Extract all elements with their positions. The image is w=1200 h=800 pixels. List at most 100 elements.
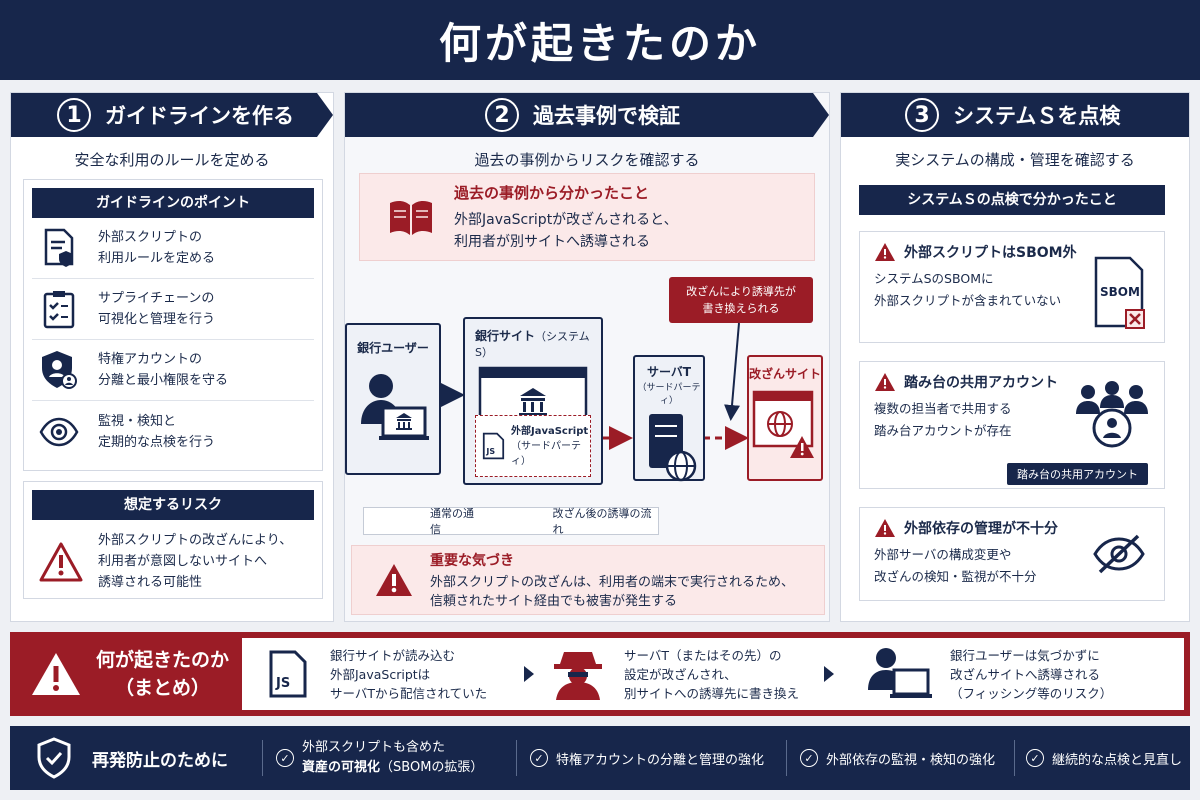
prevention-item-3-text: 外部依存の監視・検知の強化	[826, 752, 996, 768]
guideline-item-4-line1: 監視・検知と	[98, 413, 177, 429]
bank-site-sub: （システムS）	[475, 330, 590, 359]
check-icon: ✓	[276, 749, 294, 767]
hacker-icon	[554, 652, 602, 700]
shield-user-icon	[42, 351, 77, 389]
prevention-item-4-text: 継続的な点検と見直し	[1052, 752, 1183, 768]
list-item: 監視・検知と定期的な点検を行う	[32, 401, 314, 462]
finding-2-line-2: 踏み台アカウントが存在	[874, 423, 1012, 438]
finding-1-line-2: 外部スクリプトが含まれていない	[874, 293, 1062, 308]
svg-text:JS: JS	[485, 447, 495, 456]
prevention-title: 再発防止のために	[92, 750, 228, 771]
server-t-node: サーバT （サードパーティ）	[633, 355, 705, 482]
summary-step-1: JS 銀行サイトが読み込む外部JavaScriptはサーバTから配信されていた	[268, 638, 487, 710]
page-title: 何が起きたのか	[438, 18, 761, 68]
finding-3-title: 外部依存の管理が不十分	[904, 521, 1058, 537]
fake-browser-icon	[752, 390, 814, 458]
step-3-line-3: （フィッシング等のリスク）	[950, 685, 1113, 701]
tamper-callout: 改ざんにより誘導先が 書き換えられる	[669, 277, 813, 323]
risk-box: 想定するリスク 外部スクリプトの改ざんにより、 利用者が意図しないサイトへ 誘導…	[23, 481, 323, 599]
step-2-line-1: サーバT（またはその先）の	[624, 647, 782, 663]
js-file-icon: JS	[269, 650, 307, 698]
flow-legend: 通常の通信 改ざん後の誘導の流れ	[363, 507, 659, 536]
bank-user-node: 銀行ユーザー	[345, 323, 441, 475]
eye-icon	[39, 417, 79, 446]
column-3-heading: システムＳを点検	[953, 104, 1121, 128]
finding-3-line-1: 外部サーバの構成変更や	[874, 547, 1012, 562]
prevention-item-3: ✓外部依存の監視・検知の強化	[800, 726, 995, 790]
fake-site-node: 改ざんサイト	[747, 355, 823, 481]
lesson-line-2: 利用者が別サイトへ誘導される	[454, 233, 650, 250]
warning-icon	[376, 564, 412, 596]
finding-sbom: 外部スクリプトはSBOM外 システムSのSBOMに外部スクリプトが含まれていない…	[859, 231, 1165, 343]
insight-box: 重要な気づき 外部スクリプトの改ざんは、利用者の端末で実行されるため、 信頼され…	[351, 545, 825, 615]
column-2-subtitle: 過去の事例からリスクを確認する	[474, 151, 700, 169]
callout-line-2: 書き換えられる	[702, 302, 780, 315]
risk-title: 想定するリスク	[32, 490, 314, 520]
summary-title-2: （まとめ）	[115, 677, 211, 699]
risk-line-1: 外部スクリプトの改ざんにより、	[98, 533, 293, 548]
column-3-header: 3 システムＳを点検	[841, 93, 1189, 137]
column-1-heading: ガイドラインを作る	[105, 104, 294, 128]
summary-step-2: サーバT（またはその先）の設定が改ざんされ、別サイトへの誘導先に書き換え	[550, 638, 799, 710]
column-case-study: 2 過去事例で検証 過去の事例からリスクを確認する 過去の事例から分かったこと …	[344, 92, 830, 622]
external-js-sub: （サードパーティ）	[510, 440, 581, 467]
column-guideline: 1 ガイドラインを作る 安全な利用のルールを定める ガイドラインのポイント 外部…	[10, 92, 334, 622]
summary-steps: JS 銀行サイトが読み込む外部JavaScriptはサーバTから配信されていた …	[242, 638, 1184, 710]
svg-text:JS: JS	[275, 676, 290, 691]
step-number-2: 2	[485, 98, 519, 132]
warning-icon	[875, 373, 895, 391]
lesson-line-1: 外部JavaScriptが改ざんされると、	[454, 211, 678, 228]
step-3-line-1: 銀行ユーザーは気づかずに	[950, 647, 1100, 663]
guideline-points-title: ガイドラインのポイント	[32, 188, 314, 218]
column-2-header: 2 過去事例で検証	[345, 93, 829, 137]
risk-line-3: 誘導される可能性	[98, 575, 203, 590]
eye-slash-icon	[1093, 534, 1145, 574]
prevention-item-1-bold: 資産の可視化	[302, 760, 381, 775]
finding-3-line-2: 改ざんの検知・監視が不十分	[874, 569, 1037, 584]
list-item: 特権アカウントの分離と最小権限を守る	[32, 340, 314, 401]
bank-user-label: 銀行ユーザー	[357, 341, 429, 355]
insight-title: 重要な気づき	[430, 552, 514, 569]
finding-1-line-1: システムSのSBOMに	[874, 271, 994, 286]
guideline-item-2-line2: 可視化と管理を行う	[98, 312, 216, 327]
guideline-item-3-line1: 特権アカウントの	[98, 352, 203, 367]
book-icon	[390, 200, 432, 235]
prevention-title-block: 再発防止のために	[36, 726, 228, 790]
summary-step-3: 銀行ユーザーは気づかずに改ざんサイトへ誘導される （フィッシング等のリスク）	[864, 638, 1112, 710]
svg-text:SBOM: SBOM	[1100, 285, 1140, 299]
column-1-header: 1 ガイドラインを作る	[11, 93, 333, 137]
column-2-heading: 過去事例で検証	[533, 104, 680, 128]
prevention-item-1-rest: （SBOMの拡張）	[380, 760, 484, 775]
shared-account-tag: 踏み台の共用アカウント	[1007, 463, 1148, 485]
clipboard-check-icon	[43, 291, 75, 329]
legend-normal-text: 通常の通信	[429, 507, 474, 536]
title-bar: 何が起きたのか	[0, 0, 1200, 80]
warning-icon	[39, 542, 83, 581]
chevron-right-icon	[524, 666, 534, 682]
guideline-item-1-line1: 外部スクリプトの	[98, 230, 203, 245]
lesson-title: 過去の事例から分かったこと	[454, 183, 650, 202]
step-1-line-1: 銀行サイトが読み込む	[330, 647, 456, 663]
step-2-line-2: 設定が改ざんされ、	[624, 666, 737, 682]
prevention-item-1: ✓ 外部スクリプトも含めた資産の可視化（SBOMの拡張）	[276, 726, 483, 790]
insight-line-1: 外部スクリプトの改ざんは、利用者の端末で実行されるため、	[430, 574, 795, 590]
prevention-item-2: ✓特権アカウントの分離と管理の強化	[530, 726, 764, 790]
sbom-document-icon: SBOM	[1094, 256, 1145, 329]
column-system-check: 3 システムＳを点検 実システムの構成・管理を確認する システムＳの点検で分かっ…	[840, 92, 1190, 622]
prevention-band: 再発防止のために ✓ 外部スクリプトも含めた資産の可視化（SBOMの拡張） ✓特…	[10, 726, 1190, 790]
user-laptop-icon	[868, 648, 932, 698]
js-file-icon: JS	[482, 432, 505, 460]
check-icon: ✓	[1026, 749, 1044, 767]
step-1-line-3: サーバTから配信されていた	[330, 685, 488, 701]
server-globe-icon	[649, 414, 697, 482]
chevron-right-icon	[824, 666, 834, 682]
finding-2-title: 踏み台の共用アカウント	[904, 375, 1058, 391]
external-js-box: JS 外部JavaScript（サードパーティ）	[475, 415, 591, 477]
step-3-line-2: 改ざんサイトへ誘導される	[950, 666, 1101, 682]
insight-line-2: 信頼されたサイト経由でも被害が発生する	[430, 593, 678, 609]
bank-site-node: 銀行サイト（システムS） JS 外部JavaScript（サードパーティ）	[463, 317, 603, 485]
server-t-label: サーバT	[646, 365, 692, 379]
finding-external-deps: 外部依存の管理が不十分 外部サーバの構成変更や改ざんの検知・監視が不十分	[859, 507, 1165, 601]
prevention-item-1-line1: 外部スクリプトも含めた	[302, 740, 446, 755]
guideline-item-1-line2: 利用ルールを定める	[98, 251, 216, 266]
